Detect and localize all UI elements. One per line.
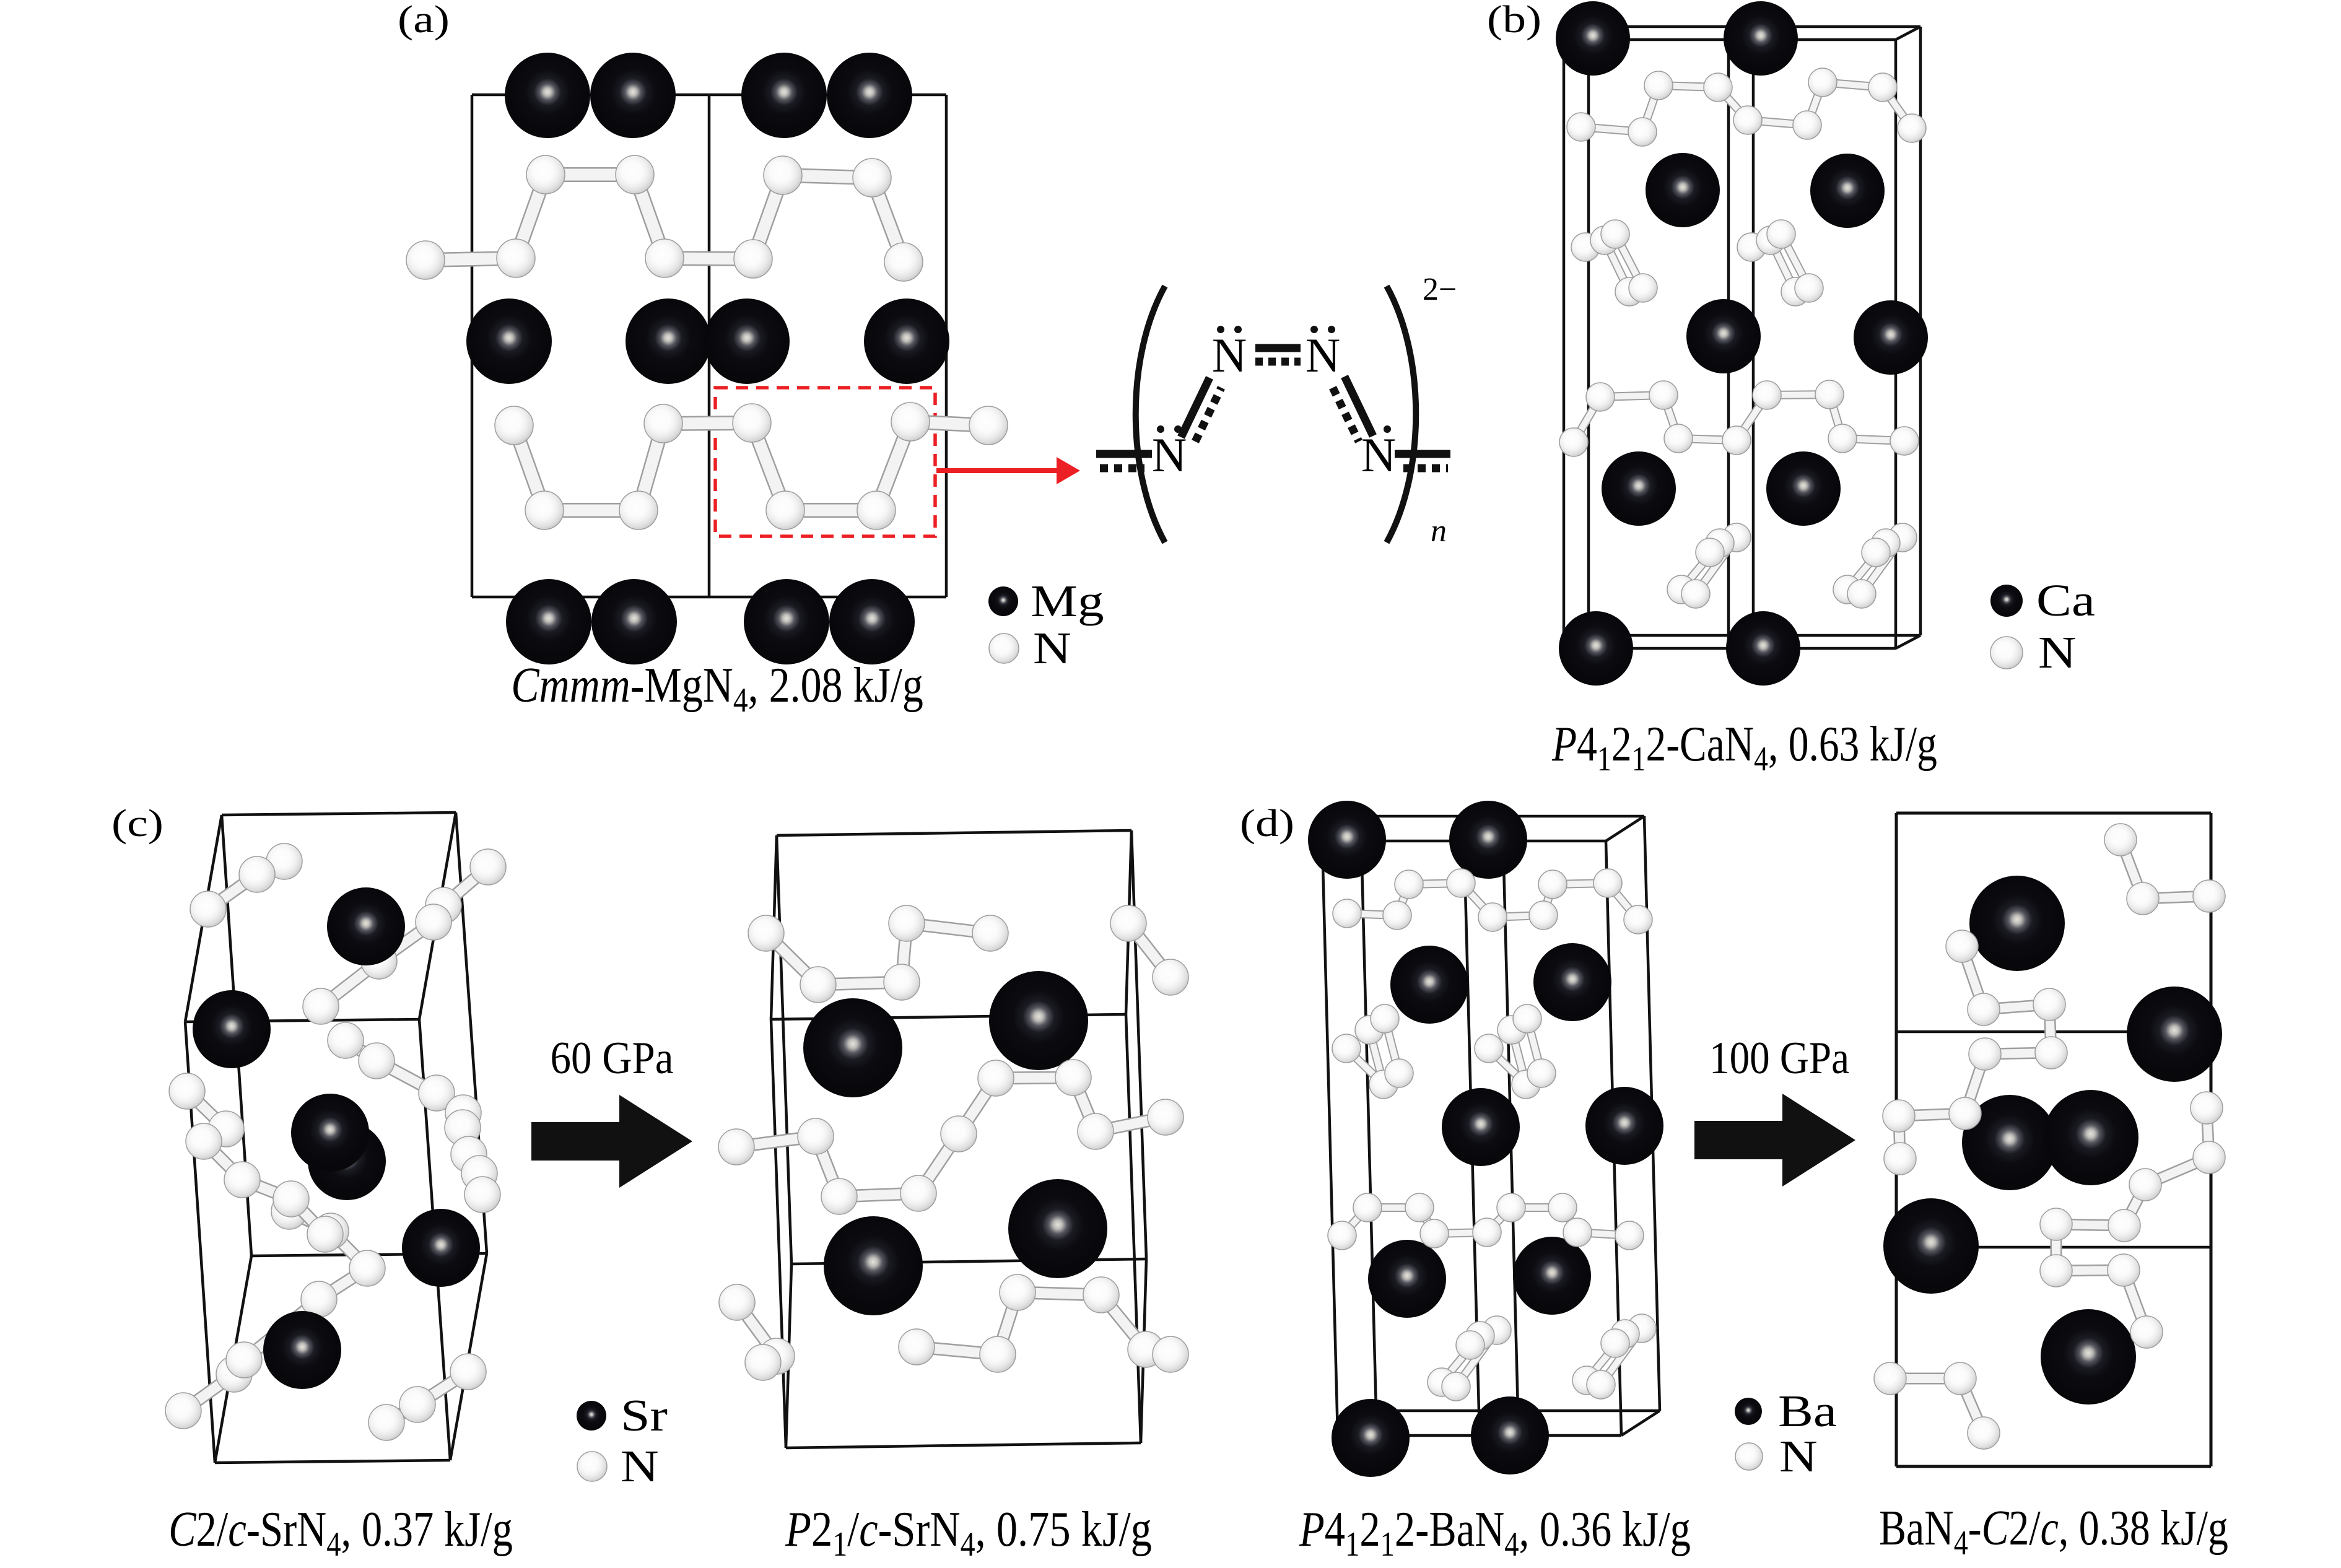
svg-text:(c): (c) bbox=[111, 801, 163, 844]
svg-text:N: N bbox=[1212, 328, 1247, 382]
svg-text:P41212-BaN4, 0.36 kJ/g: P41212-BaN4, 0.36 kJ/g bbox=[1299, 1501, 1691, 1564]
svg-text:2−: 2− bbox=[1423, 272, 1457, 307]
svg-text:Mg: Mg bbox=[1031, 577, 1104, 627]
svg-text:P21/c-SrN4, 0.75 kJ/g: P21/c-SrN4, 0.75 kJ/g bbox=[785, 1502, 1152, 1564]
svg-text:n: n bbox=[1431, 513, 1447, 549]
svg-text:N: N bbox=[1306, 328, 1340, 382]
svg-text:N: N bbox=[1779, 1432, 1818, 1482]
svg-text:P41212-CaN4, 0.63 kJ/g: P41212-CaN4, 0.63 kJ/g bbox=[1551, 716, 1937, 778]
svg-text:(d): (d) bbox=[1240, 801, 1294, 844]
svg-text:(b): (b) bbox=[1487, 0, 1541, 40]
svg-text:Ca: Ca bbox=[2036, 576, 2095, 626]
svg-text:C2/c-SrN4, 0.37 kJ/g: C2/c-SrN4, 0.37 kJ/g bbox=[168, 1501, 513, 1564]
svg-text:N: N bbox=[2038, 628, 2077, 678]
svg-text:Cmmm-MgN4, 2.08 kJ/g: Cmmm-MgN4, 2.08 kJ/g bbox=[511, 658, 923, 720]
svg-text:60 GPa: 60 GPa bbox=[551, 1033, 674, 1084]
svg-text:Sr: Sr bbox=[621, 1391, 668, 1441]
svg-text:Ba: Ba bbox=[1778, 1387, 1837, 1437]
svg-text:(a): (a) bbox=[398, 0, 450, 40]
svg-text:N: N bbox=[621, 1442, 659, 1492]
svg-text:100 GPa: 100 GPa bbox=[1709, 1033, 1849, 1084]
svg-text:N: N bbox=[1033, 624, 1071, 674]
svg-text:N: N bbox=[1361, 428, 1396, 482]
svg-text:BaN4-C2/c, 0.38 kJ/g: BaN4-C2/c, 0.38 kJ/g bbox=[1879, 1500, 2228, 1562]
